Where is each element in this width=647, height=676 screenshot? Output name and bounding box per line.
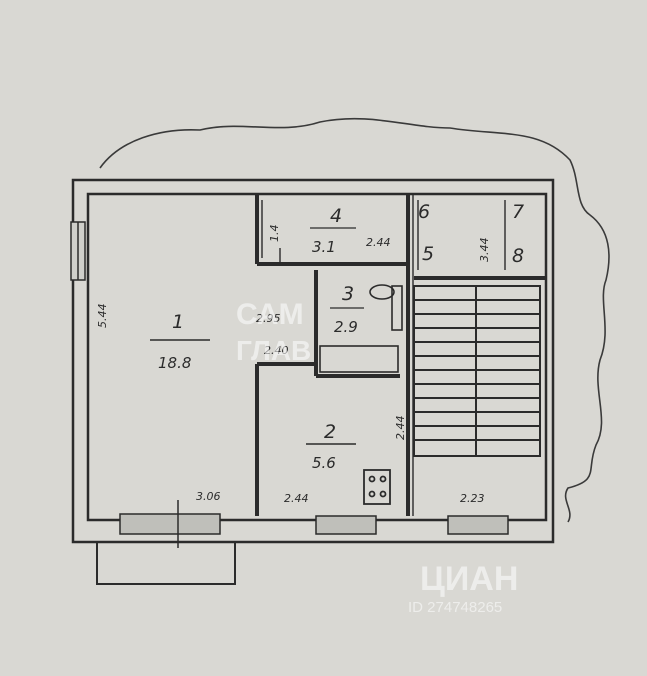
dimension-labels: 5.44 3.06 2.95 2.44 2.44 1.4 2.44 3.44 2… — [96, 225, 491, 506]
stove — [363, 469, 391, 505]
dim-room4-right: 2.44 — [366, 236, 391, 249]
balcony — [96, 541, 236, 585]
dim-room1-bottom: 3.06 — [196, 490, 221, 503]
room-7-number: 7 — [512, 201, 524, 223]
room-6-number: 6 — [418, 201, 430, 223]
dim-left-wall: 5.44 — [96, 304, 109, 329]
room-3-number: 3 — [342, 283, 354, 305]
room-5-number: 5 — [422, 243, 434, 265]
room-labels: 1 18.8 2 5.6 3 2.9 4 3.1 5 6 7 8 — [150, 201, 524, 472]
dim-room5-top: 3.44 — [478, 238, 491, 263]
room-2-number: 2 — [324, 421, 336, 443]
dim-room2-bottom: 2.44 — [284, 492, 309, 505]
watermark-brand-bottom: ГЛАВ — [236, 335, 311, 366]
dim-hall-bottom: 2.23 — [460, 492, 485, 505]
watermark-brand-top: САМ — [236, 298, 304, 331]
dim-room1-inner: 2.95 — [256, 312, 281, 325]
dim-room4-left: 1.4 — [268, 225, 281, 243]
room-4-area: 3.1 — [312, 238, 336, 256]
room-4-number: 4 — [330, 205, 342, 227]
left-window — [70, 221, 86, 281]
room-1-number: 1 — [172, 311, 184, 333]
dim-room2-right: 2.44 — [394, 416, 407, 441]
cian-watermark: ЦИАН ID 274748265 — [408, 560, 518, 616]
bottom-windows — [119, 500, 509, 548]
bathroom-fixtures — [319, 284, 403, 373]
room-2-area: 5.6 — [312, 454, 336, 472]
listing-id: ID 274748265 — [408, 599, 502, 616]
interior-walls — [255, 194, 546, 516]
room-8-number: 8 — [512, 245, 524, 267]
room-1-area: 18.8 — [158, 354, 191, 372]
samoglav-watermark: САМ ГЛАВ — [236, 298, 311, 366]
cian-logo: ЦИАН — [420, 560, 518, 598]
outline-scribble — [99, 117, 610, 523]
dim-room2-top: 2.40 — [264, 344, 289, 357]
staircase — [413, 285, 541, 457]
room-3-area: 2.9 — [334, 318, 358, 336]
